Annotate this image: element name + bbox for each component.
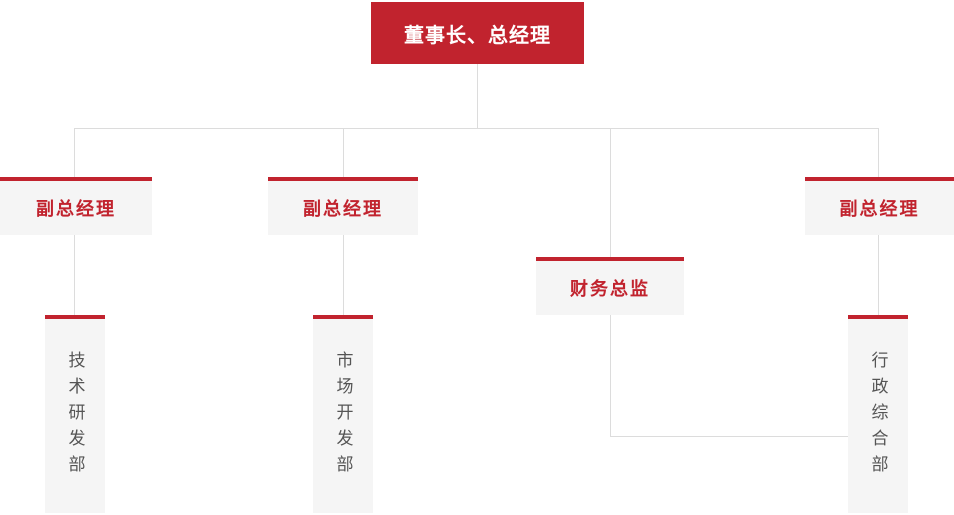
org-node-deputy-gm-1: 副总经理 <box>0 177 152 235</box>
org-node-finance-director: 财务总监 <box>536 257 684 315</box>
org-node-label: 董事长、总经理 <box>404 24 551 47</box>
org-node-label: 行政综合部 <box>868 351 888 481</box>
connector-vp2-dept <box>343 235 344 315</box>
connector-drop-vp1 <box>74 128 75 177</box>
connector-main-horizontal <box>74 128 879 129</box>
org-node-dept-admin: 行政综合部 <box>848 315 908 513</box>
connector-drop-cfo <box>610 128 611 257</box>
connector-root-vertical <box>477 64 478 128</box>
org-node-label: 副总经理 <box>839 199 920 219</box>
connector-cfo-down <box>610 315 611 436</box>
connector-drop-vp2 <box>343 128 344 177</box>
org-node-label: 财务总监 <box>570 279 650 299</box>
org-node-dept-market-dev: 市场开发部 <box>313 315 373 513</box>
connector-drop-vp3 <box>878 128 879 177</box>
connector-vp1-dept <box>74 235 75 315</box>
org-node-dept-tech-rd: 技术研发部 <box>45 315 105 513</box>
org-node-deputy-gm-3: 副总经理 <box>805 177 954 235</box>
org-node-chairman-general-manager: 董事长、总经理 <box>371 2 584 64</box>
org-node-deputy-gm-2: 副总经理 <box>268 177 418 235</box>
connector-cfo-to-admin <box>610 436 848 437</box>
org-node-label: 技术研发部 <box>65 351 85 481</box>
org-node-label: 副总经理 <box>36 199 116 219</box>
org-node-label: 市场开发部 <box>333 351 353 481</box>
connector-vp3-dept <box>878 235 879 315</box>
org-node-label: 副总经理 <box>303 199 383 219</box>
